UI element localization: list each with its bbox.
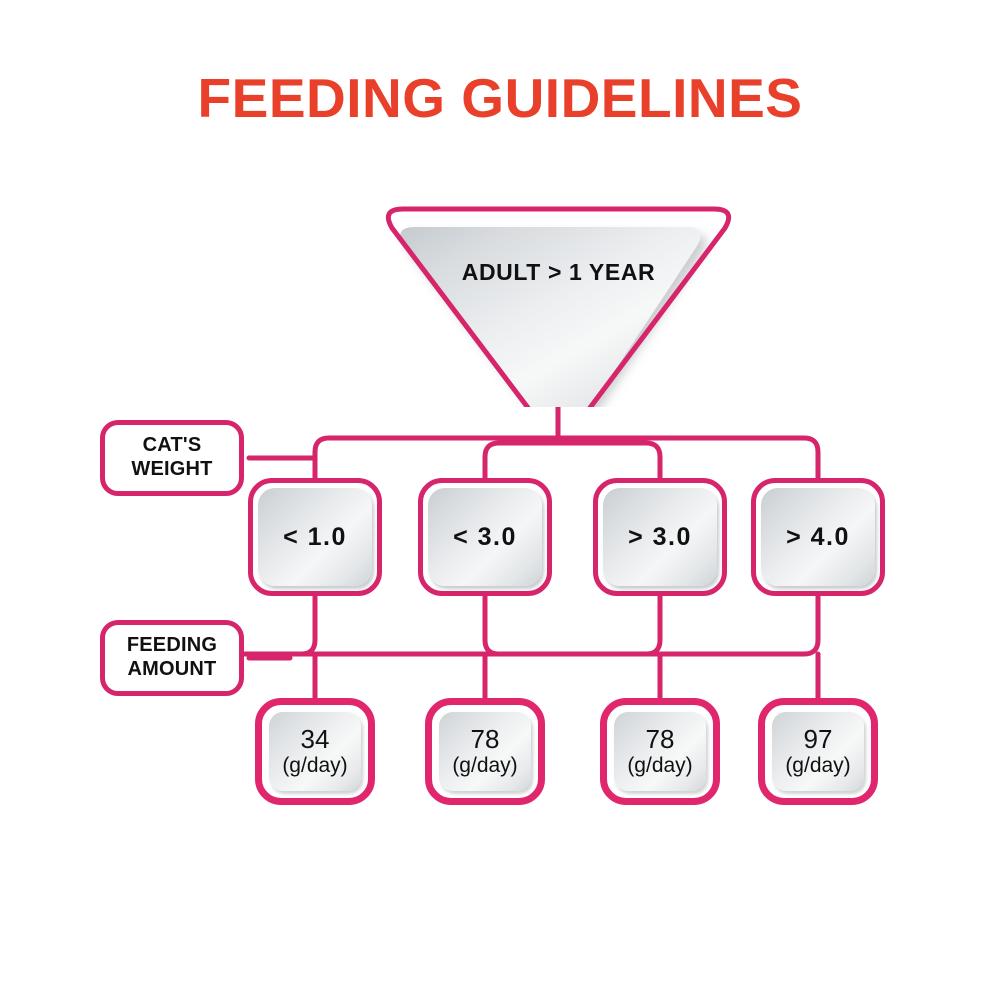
amount-box-2[interactable]: 78 (g/day) [425, 698, 545, 805]
amount-box-1[interactable]: 34 (g/day) [255, 698, 375, 805]
connector-col1-weight-to-amount [239, 593, 318, 657]
weight-box-2-panel: < 3.0 [428, 488, 542, 586]
amount-box-3-panel: 78 (g/day) [614, 712, 706, 791]
label-feeding-amount-line2: AMOUNT [127, 658, 217, 680]
weight-box-4-panel: > 4.0 [761, 488, 875, 586]
weight-box-4[interactable]: > 4.0 [751, 478, 885, 596]
amount-box-4-unit: (g/day) [785, 754, 851, 778]
triangle-shape [385, 206, 732, 407]
amount-box-2-value: 78 [470, 723, 500, 754]
connector-bus-weight-inner [482, 440, 663, 481]
amount-box-3-unit: (g/day) [627, 754, 693, 778]
label-cats-weight-line1: CAT'S [142, 434, 202, 457]
amount-box-1-panel: 34 (g/day) [269, 712, 361, 791]
label-feeding-amount: FEEDING AMOUNT [100, 620, 244, 696]
weight-box-2-value: < 3.0 [453, 522, 517, 551]
weight-box-4-value: > 4.0 [786, 522, 850, 551]
amount-box-2-panel: 78 (g/day) [439, 712, 531, 791]
amount-box-2-unit: (g/day) [452, 754, 518, 778]
weight-box-3[interactable]: > 3.0 [593, 478, 727, 596]
triangle-label: ADULT > 1 YEAR [461, 259, 656, 285]
connector-col2-weight-to-amount [482, 593, 502, 657]
amount-box-3-value: 78 [645, 723, 675, 754]
amount-box-4[interactable]: 97 (g/day) [758, 698, 878, 805]
amount-box-3[interactable]: 78 (g/day) [600, 698, 720, 805]
label-cats-weight: CAT'S WEIGHT [100, 420, 244, 496]
connector-col4-weight-to-amount [801, 593, 821, 657]
amount-box-1-unit: (g/day) [282, 754, 348, 778]
amount-box-4-value: 97 [803, 723, 833, 754]
label-feeding-amount-line1: FEEDING [126, 634, 218, 657]
connector-bus-weight-outer [312, 435, 821, 481]
weight-box-3-panel: > 3.0 [603, 488, 717, 586]
label-cats-weight-line2: WEIGHT [131, 458, 213, 480]
weight-box-3-value: > 3.0 [628, 522, 692, 551]
weight-box-1-value: < 1.0 [283, 522, 347, 551]
node-adult-triangle[interactable]: ADULT > 1 YEAR [381, 205, 736, 407]
weight-box-2[interactable]: < 3.0 [418, 478, 552, 596]
connector-col3-weight-to-amount [643, 593, 663, 657]
page-title: FEEDING GUIDELINES [197, 67, 803, 129]
amount-box-1-value: 34 [300, 723, 330, 754]
weight-box-1[interactable]: < 1.0 [248, 478, 382, 596]
amount-box-4-panel: 97 (g/day) [772, 712, 864, 791]
weight-box-1-panel: < 1.0 [258, 488, 372, 586]
